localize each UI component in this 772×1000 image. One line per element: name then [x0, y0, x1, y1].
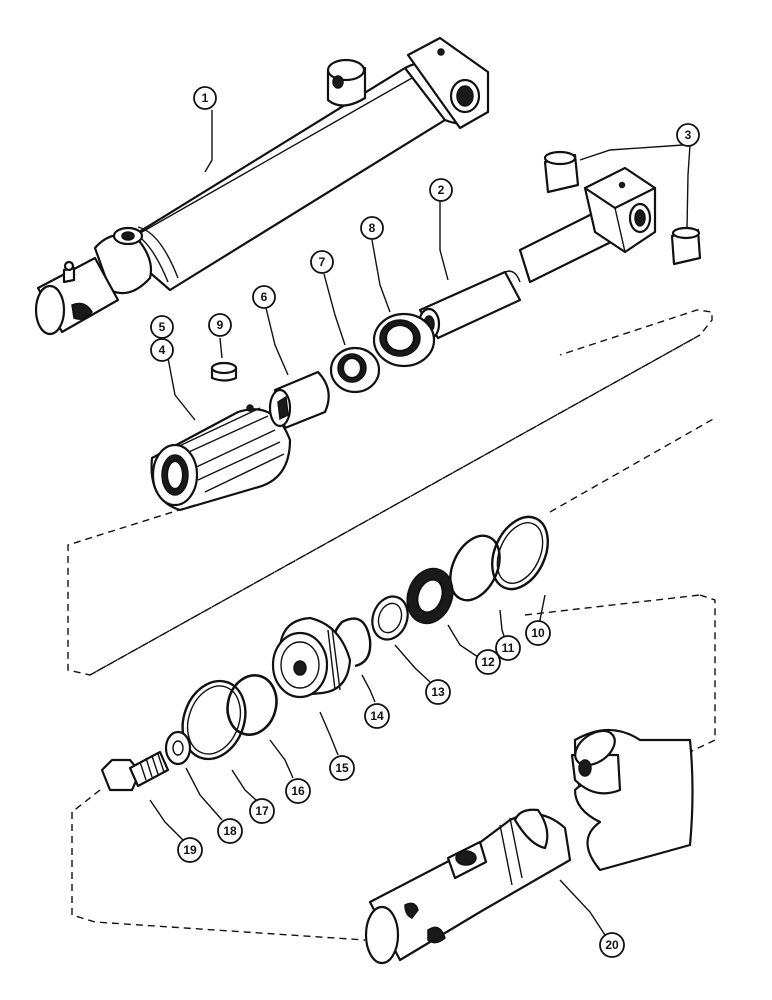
part-13-backup-ring [371, 595, 431, 683]
callout-7: 7 [310, 250, 334, 274]
part-18-washer [164, 730, 223, 821]
callout-20-label: 20 [605, 938, 619, 952]
callout-8-label: 8 [369, 221, 376, 235]
part-7-wiper-seal [323, 273, 381, 394]
part-1-cylinder-barrel [34, 36, 490, 336]
part-12-seal-ring [406, 567, 479, 658]
callout-9-label: 9 [217, 318, 224, 332]
callout-18-label: 18 [223, 824, 237, 838]
part-15-piston [271, 616, 352, 756]
callout-19-label: 19 [183, 843, 197, 857]
callout-19: 19 [177, 837, 203, 863]
callout-15-label: 15 [335, 761, 349, 775]
callout-3-label: 3 [685, 128, 692, 142]
callout-1-label: 1 [202, 91, 209, 105]
callout-15: 15 [329, 755, 355, 781]
part-20-barrel-end [364, 729, 694, 965]
callout-9: 9 [208, 313, 232, 337]
callout-20: 20 [599, 932, 625, 958]
callout-8: 8 [360, 216, 384, 240]
callout-1: 1 [193, 86, 217, 110]
callout-12: 12 [475, 649, 501, 675]
callout-10-label: 10 [531, 626, 545, 640]
part-4-5-cylinder-head [150, 357, 292, 512]
callout-6-label: 6 [261, 290, 268, 304]
callout-4: 4 [150, 338, 174, 362]
part-9-plug [210, 337, 238, 382]
callout-16-label: 16 [291, 784, 305, 798]
callout-16: 16 [285, 778, 311, 804]
part-6-bushing [265, 307, 330, 430]
callout-11-label: 11 [502, 641, 515, 655]
callout-13-label: 13 [431, 685, 445, 699]
callout-17-label: 17 [255, 804, 269, 818]
callout-17: 17 [249, 798, 275, 824]
callout-2: 2 [429, 178, 453, 202]
callout-14: 14 [364, 703, 390, 729]
callout-6: 6 [252, 285, 276, 309]
callout-14-label: 14 [370, 709, 384, 723]
part-8-rod-seal [371, 239, 436, 368]
callout-18: 18 [217, 818, 243, 844]
callout-3: 3 [676, 123, 700, 147]
dashed-assembly-lines [67, 309, 716, 941]
part-2-piston-rod [417, 166, 657, 341]
callout-13: 13 [425, 679, 451, 705]
callout-4-label: 4 [159, 343, 166, 357]
callout-5: 5 [150, 315, 174, 339]
callout-7-label: 7 [319, 255, 326, 269]
part-3-bushings [543, 144, 702, 266]
callout-2-label: 2 [438, 183, 445, 197]
part-16-o-ring [226, 674, 294, 779]
callout-5-label: 5 [159, 320, 166, 334]
part-17-ring [181, 679, 257, 801]
callout-10: 10 [525, 620, 551, 646]
callout-11: 11 [495, 635, 521, 661]
callout-12-label: 12 [481, 655, 495, 669]
part-19-bolt [100, 750, 186, 843]
